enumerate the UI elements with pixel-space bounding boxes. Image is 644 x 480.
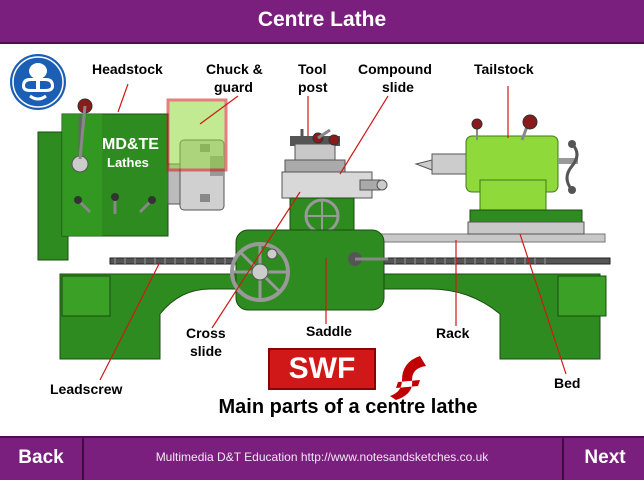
goggles-icon [10,54,66,110]
flash-icon [390,356,426,400]
label-tailstock: Tailstock [474,61,534,77]
diagram-stage: MD&TE Lathes Headstock Chuck & guard Too… [0,44,644,436]
diagram-caption: Main parts of a centre lathe [218,396,478,418]
brand-line1: MD&TE [102,136,159,153]
title-bar: Centre Lathe [0,0,644,44]
label-rack: Rack [436,325,470,341]
brand-line2: Lathes [107,155,149,170]
saddle-assembly [230,197,388,311]
label-bed: Bed [554,375,581,391]
label-headstock: Headstock [92,61,163,77]
bed-rail [379,233,606,243]
compound-slide-assembly [281,128,388,199]
label-chuck-line1: Chuck & [206,61,263,77]
label-leadscrew: Leadscrew [50,381,123,397]
lathe-diagram [10,54,611,400]
swf-badge: SWF [268,348,376,390]
footer-bar: Back Multimedia D&T Education http://www… [0,436,644,480]
next-button[interactable]: Next [562,438,644,480]
page-title: Centre Lathe [257,8,387,31]
label-tool-line2: post [298,79,328,95]
back-button[interactable]: Back [0,438,84,480]
footer-credit: Multimedia D&T Education http://www.note… [155,450,489,464]
label-tool-line1: Tool [298,61,327,77]
headstock-body [37,98,169,261]
tailstock-body [414,114,585,235]
label-compound-line2: slide [382,79,414,95]
chuck-guard [166,98,228,172]
leader-lines [99,83,567,381]
label-cross-line2: slide [190,343,222,359]
label-cross-line1: Cross [186,325,226,341]
label-compound-line1: Compound [358,61,432,77]
lathe-base [59,273,607,360]
label-saddle: Saddle [306,323,352,339]
label-chuck-line2: guard [214,79,253,95]
